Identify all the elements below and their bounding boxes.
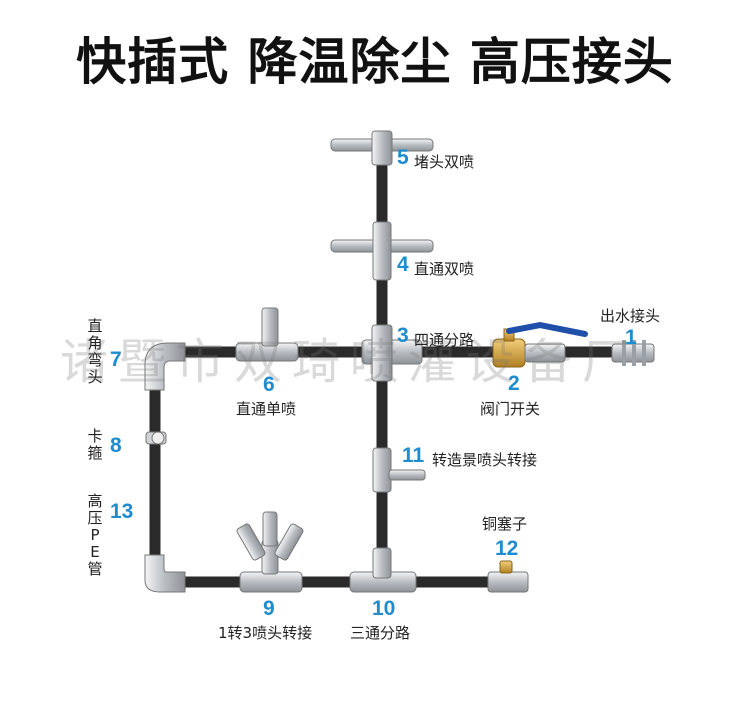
tee-fitting	[349, 547, 417, 593]
right-angle-elbow-fitting	[144, 342, 186, 391]
part-number-6: 6	[263, 373, 275, 396]
part-number-9: 9	[263, 597, 275, 620]
page-title: 快插式 降温除尘 高压接头	[76, 33, 674, 91]
watermark: 诸暨市双琦喷灌设备厂	[60, 334, 641, 390]
landscape-spray-adapter	[372, 447, 426, 493]
part-label-13: 高压PE管	[87, 492, 103, 578]
part-label-3: 四通分路	[414, 331, 475, 349]
part-label-8: 卡箍	[87, 427, 103, 462]
part-number-1: 1	[625, 326, 637, 349]
part-label-9: 1转3喷头转接	[218, 624, 313, 642]
part-label-7: 直角弯头	[87, 317, 103, 386]
one-to-three-spray-adapter	[236, 511, 304, 593]
part-label-4: 直通双喷	[414, 260, 475, 278]
part-number-11: 11	[402, 444, 425, 467]
pipe-clamp-fitting	[145, 431, 167, 445]
part-label-1: 出水接头	[600, 307, 661, 325]
brass-plug-fitting	[487, 560, 529, 593]
bottom-elbow-fitting	[144, 554, 186, 593]
part-number-13: 13	[110, 500, 134, 523]
straight-single-spray-fitting	[235, 307, 299, 362]
part-label-5: 堵头双喷	[414, 153, 475, 171]
part-number-7: 7	[110, 348, 122, 371]
end-cap-double-spray-fitting	[330, 130, 434, 166]
part-number-4: 4	[397, 253, 409, 276]
part-label-2: 阀门开关	[480, 400, 541, 418]
part-number-12: 12	[495, 537, 519, 560]
part-label-6: 直通单喷	[236, 400, 297, 418]
four-way-fitting	[361, 324, 423, 382]
straight-double-spray-fitting	[330, 221, 434, 281]
outlet-connector-fitting	[611, 340, 655, 366]
part-number-3: 3	[397, 324, 409, 347]
part-number-8: 8	[110, 434, 122, 457]
valve-fitting	[492, 321, 588, 368]
part-label-11: 转造景喷头转接	[432, 451, 538, 469]
part-number-10: 10	[372, 597, 396, 620]
part-label-12: 铜塞子	[482, 515, 528, 533]
part-label-10: 三通分路	[350, 624, 411, 642]
part-number-2: 2	[508, 372, 520, 395]
part-number-5: 5	[397, 146, 409, 169]
